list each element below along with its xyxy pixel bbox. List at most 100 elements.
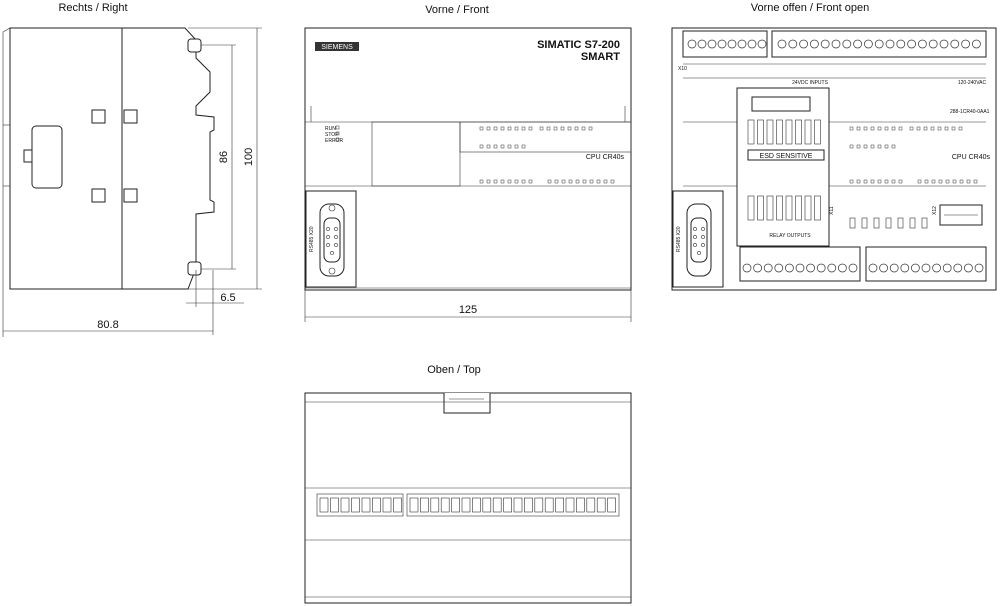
io-led — [521, 144, 526, 149]
io-led — [561, 179, 566, 184]
top-terminal-group-left — [316, 493, 404, 517]
status-led — [335, 125, 340, 130]
terminal-screw — [939, 39, 949, 49]
io-led — [486, 144, 491, 149]
terminal-top — [513, 497, 523, 513]
status-led — [335, 137, 340, 142]
io-led — [514, 144, 519, 149]
terminal-screw — [853, 39, 862, 49]
side-edge — [2, 27, 11, 33]
open-supply-label: 120-240VAC — [958, 80, 987, 86]
dim-label-100: 100 — [243, 148, 255, 166]
open-top-terminals — [687, 39, 981, 49]
side-square — [91, 188, 106, 203]
terminal-screw — [753, 263, 762, 273]
io-led — [938, 179, 943, 184]
terminal-top — [534, 497, 544, 513]
io-led — [898, 126, 903, 131]
front-port-pins — [326, 227, 338, 255]
terminal-top — [372, 497, 381, 513]
open-esd-plate — [747, 149, 825, 161]
module-slot — [776, 195, 783, 221]
terminal-screw — [885, 39, 895, 49]
output-indicator — [873, 217, 880, 229]
terminal-screw — [921, 263, 931, 273]
front-status-error: ERROR — [325, 138, 343, 144]
terminal-screw — [918, 39, 927, 49]
io-led — [891, 179, 896, 184]
terminal-top — [330, 497, 339, 513]
io-led — [546, 126, 551, 131]
open-module-slots — [747, 119, 821, 221]
io-led — [507, 144, 512, 149]
terminal-top — [361, 497, 371, 513]
open-x11-label: X11 — [829, 206, 835, 215]
terminal-screw — [697, 39, 707, 49]
open-cpu-module — [736, 87, 830, 247]
terminal-screw — [868, 263, 878, 273]
io-led — [877, 126, 882, 131]
io-led — [951, 126, 956, 131]
io-led — [493, 179, 498, 184]
io-led — [916, 126, 921, 131]
io-led — [500, 144, 505, 149]
terminal-screw — [707, 39, 717, 49]
module-slot — [747, 195, 755, 221]
terminal-top — [440, 497, 450, 513]
terminal-screw — [864, 39, 873, 49]
terminal-screw — [810, 39, 819, 49]
open-io-led-rows — [849, 126, 978, 184]
view-title-front-open: Vorne offen / Front open — [751, 2, 869, 14]
front-io-led-rows — [479, 126, 615, 184]
io-led — [849, 144, 854, 149]
terminal-screw — [747, 39, 757, 49]
io-led — [610, 179, 615, 184]
terminal-top — [409, 497, 419, 513]
io-led — [553, 126, 558, 131]
front-status-leds — [335, 125, 340, 142]
front-brand: SIEMENS — [321, 44, 353, 51]
terminal-screw — [879, 263, 888, 273]
io-led — [528, 126, 533, 131]
terminal-screw — [727, 39, 737, 49]
open-dip-switch — [751, 96, 811, 112]
view-title-top: Oben / Top — [427, 364, 481, 376]
front-status-stop: STOP — [325, 132, 339, 138]
io-led — [479, 144, 484, 149]
io-led — [966, 179, 971, 184]
open-terminal-block-top-right — [771, 30, 987, 58]
io-led — [973, 179, 978, 184]
io-led — [944, 126, 949, 131]
io-led — [870, 179, 875, 184]
terminal-top — [461, 497, 471, 513]
io-led — [863, 126, 868, 131]
front-port-label: RS485 X20 — [309, 226, 315, 252]
terminal-screw — [785, 263, 794, 273]
terminal-screw — [737, 39, 747, 49]
terminal-screw — [777, 39, 787, 49]
terminal-screw — [928, 39, 938, 49]
top-view — [304, 392, 632, 604]
port-pin — [697, 251, 701, 255]
output-indicator — [849, 217, 856, 229]
terminal-screw — [932, 263, 941, 273]
terminal-screw — [961, 39, 970, 49]
io-led — [574, 126, 579, 131]
io-led — [479, 179, 484, 184]
front-port-screw — [328, 267, 336, 275]
terminal-top — [492, 497, 502, 513]
output-indicator — [909, 217, 916, 229]
top-terminal-group-right — [406, 493, 620, 517]
module-slot — [785, 119, 793, 145]
module-slot — [757, 195, 764, 221]
output-indicator — [885, 217, 892, 229]
io-led — [856, 179, 861, 184]
io-led — [931, 179, 936, 184]
terminal-top — [544, 497, 554, 513]
io-led — [959, 179, 964, 184]
io-led — [884, 179, 889, 184]
open-bottom-terminals — [742, 263, 984, 273]
terminal-screw — [795, 263, 805, 273]
io-led — [514, 179, 519, 184]
terminal-screw — [972, 39, 981, 49]
